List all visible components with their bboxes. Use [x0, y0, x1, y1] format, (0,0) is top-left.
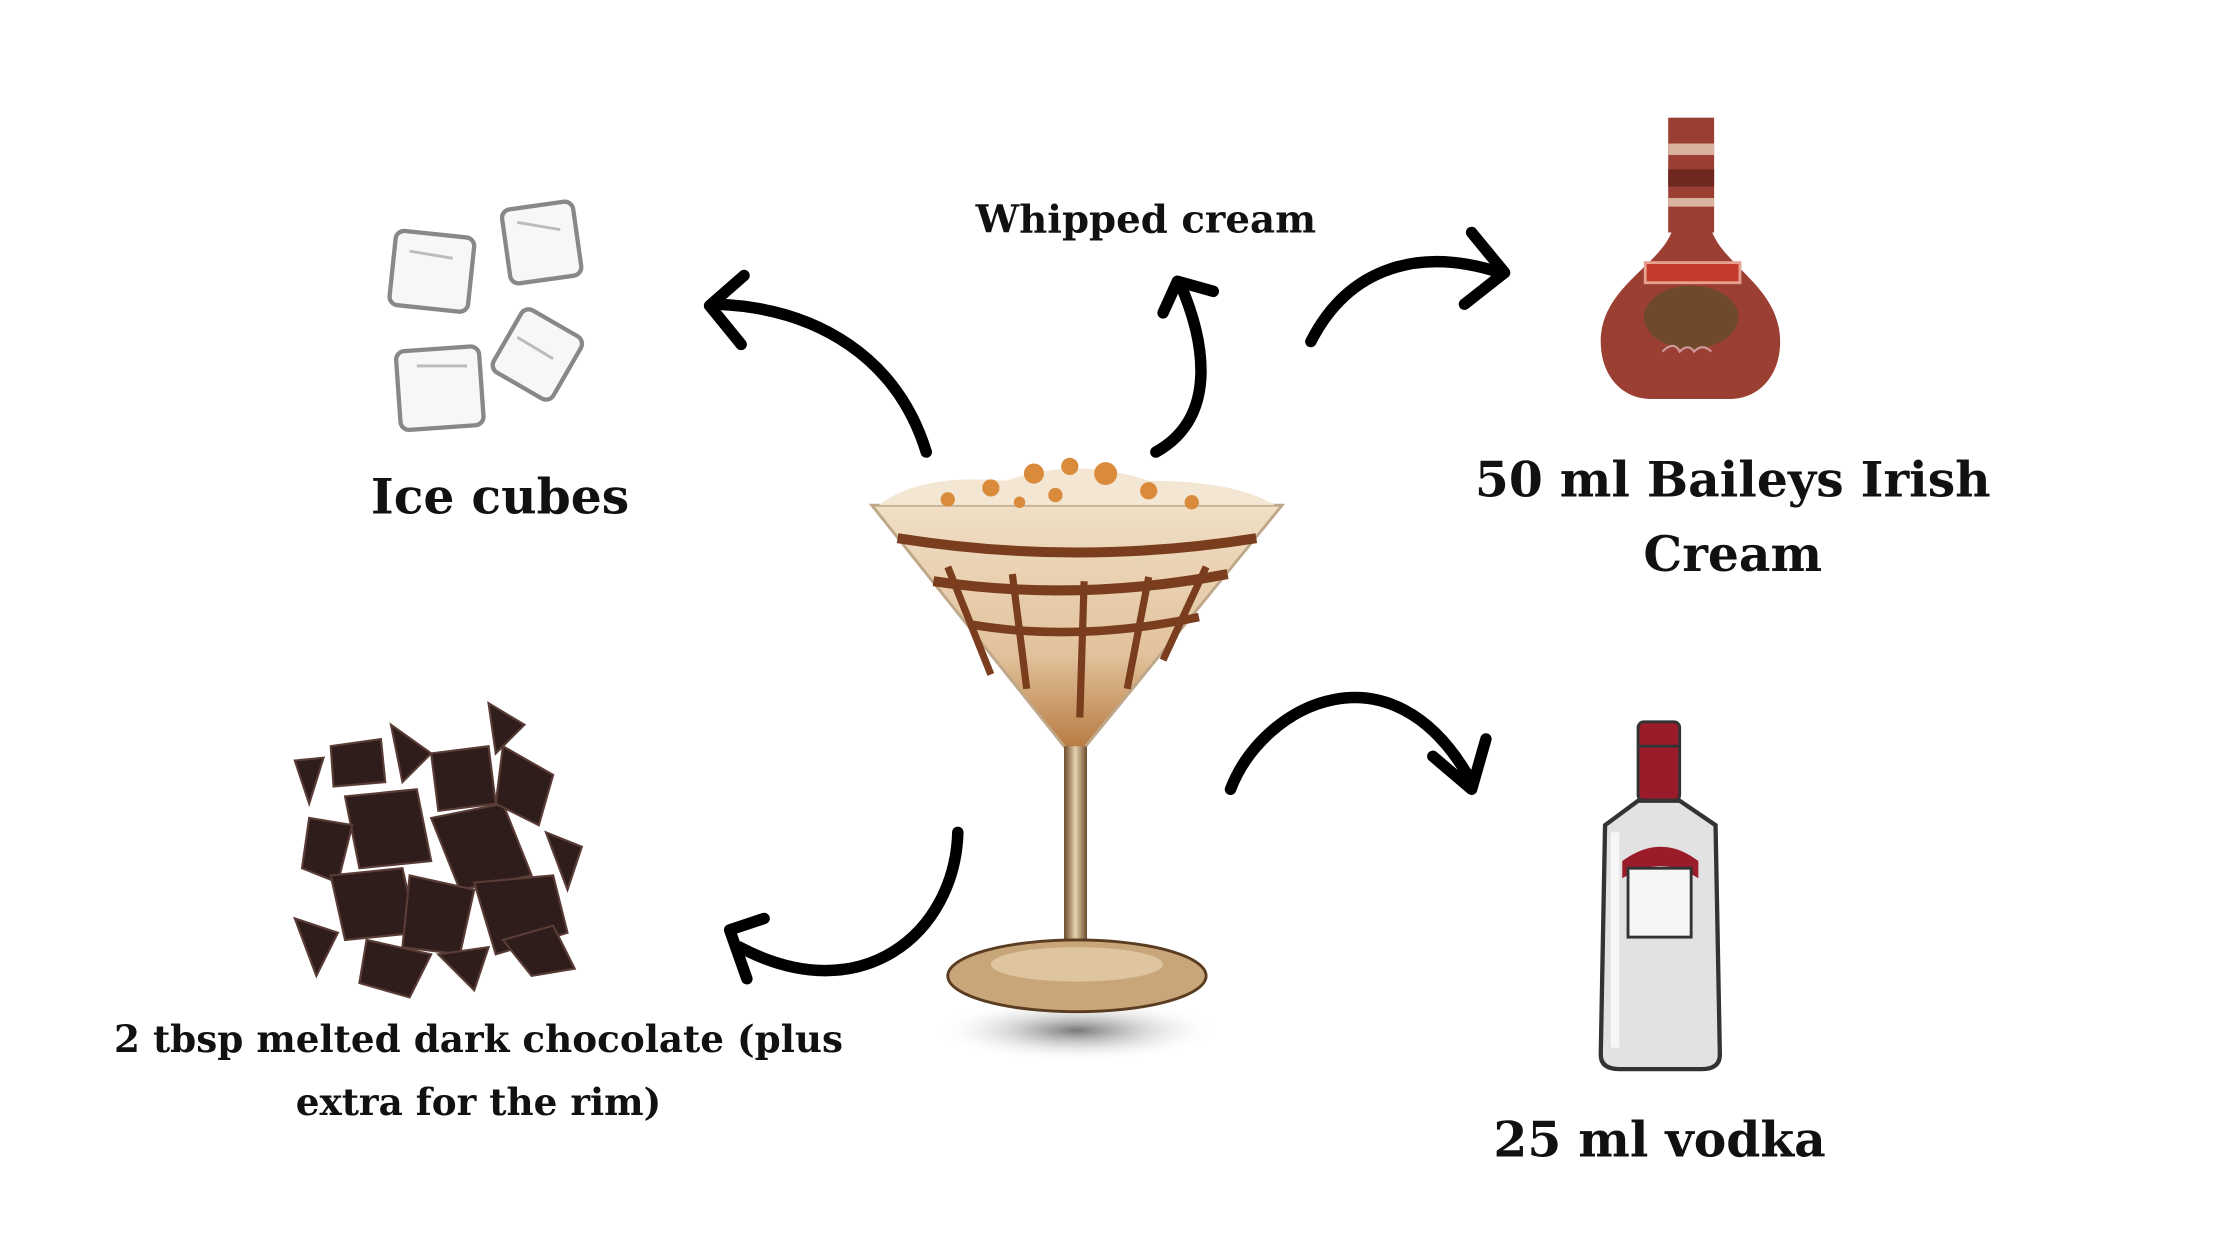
chocolate-label-line1: 2 tbsp melted dark chocolate (plus	[114, 1017, 843, 1061]
ice-cubes-image	[387, 199, 585, 433]
whipped-cream-label: Whipped cream	[975, 197, 1316, 242]
ice-cubes-label: Ice cubes	[371, 468, 629, 526]
dark-chocolate-image	[293, 701, 584, 999]
cocktail-glass-image	[868, 457, 1286, 1062]
vodka-bottle-icon	[1598, 720, 1723, 1072]
arrow-to-vodka	[1224, 691, 1492, 796]
vodka-label: 25 ml vodka	[1493, 1111, 1825, 1169]
baileys-bottle-icon	[1600, 117, 1781, 399]
arrow-to-chocolate	[723, 826, 964, 985]
arrow-to-baileys	[1305, 226, 1511, 348]
arrow-to-whipped-cream	[1150, 275, 1220, 458]
chocolate-label-line2: extra for the rim)	[296, 1080, 662, 1124]
arrow-to-ice-cubes	[703, 269, 933, 458]
baileys-label-line2: Cream	[1643, 525, 1822, 583]
baileys-label-line1: 50 ml Baileys Irish	[1475, 451, 1991, 509]
topping	[940, 457, 1199, 510]
